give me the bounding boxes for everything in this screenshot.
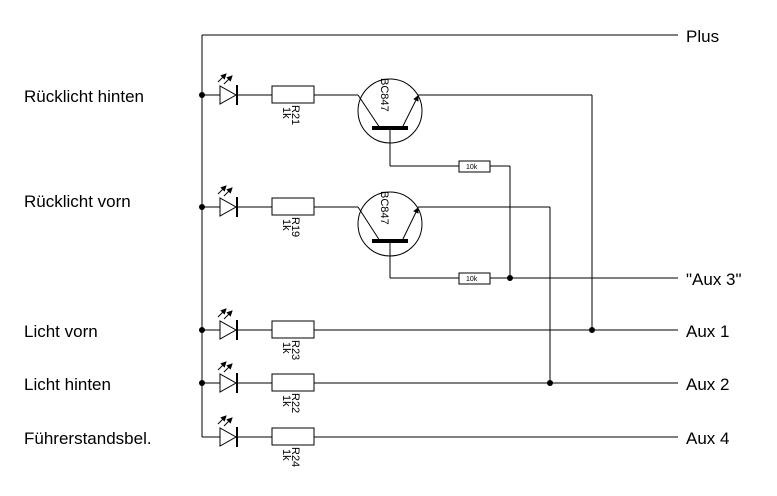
resistor-ref-r21: R21 xyxy=(289,105,301,125)
label-licht-hinten: Licht hinten xyxy=(24,375,111,394)
transistor-1 xyxy=(357,78,593,330)
plus-rail xyxy=(201,34,678,437)
led-row-3 xyxy=(202,308,678,340)
label-licht-vorn: Licht vorn xyxy=(24,322,98,341)
resistor-ref-r19: R19 xyxy=(289,217,301,237)
resistor-value-r23: 1k xyxy=(280,342,292,354)
base-resistor-2-label: 10k xyxy=(466,276,478,283)
base-resistor-1-label: 10k xyxy=(466,164,478,171)
resistor-value-r24: 1k xyxy=(280,449,292,461)
resistor-ref-r22: R22 xyxy=(289,393,301,413)
label-aux1: Aux 1 xyxy=(686,322,729,341)
led-row-2 xyxy=(202,185,358,217)
label-fuehrerstandsbel: Führerstandsbel. xyxy=(24,429,152,448)
label-ruecklicht-hinten: Rücklicht hinten xyxy=(24,87,144,106)
label-aux4: Aux 4 xyxy=(686,429,729,448)
resistor-value-r21: 1k xyxy=(280,107,292,119)
label-ruecklicht-vorn: Rücklicht vorn xyxy=(24,192,131,211)
led-row-5 xyxy=(202,415,678,447)
transistor-1-label: BC847 xyxy=(378,78,390,112)
label-aux3: "Aux 3" xyxy=(686,270,742,289)
resistor-value-r22: 1k xyxy=(280,395,292,407)
label-aux2: Aux 2 xyxy=(686,375,729,394)
led-row-1 xyxy=(202,73,358,105)
resistor-ref-r23: R23 xyxy=(289,340,301,360)
label-plus: Plus xyxy=(686,27,719,46)
resistor-ref-r24: R24 xyxy=(289,447,301,467)
led-row-4 xyxy=(202,361,678,393)
resistor-value-r19: 1k xyxy=(280,219,292,231)
transistor-2-label: BC847 xyxy=(378,191,390,225)
transistor-2 xyxy=(357,191,678,383)
